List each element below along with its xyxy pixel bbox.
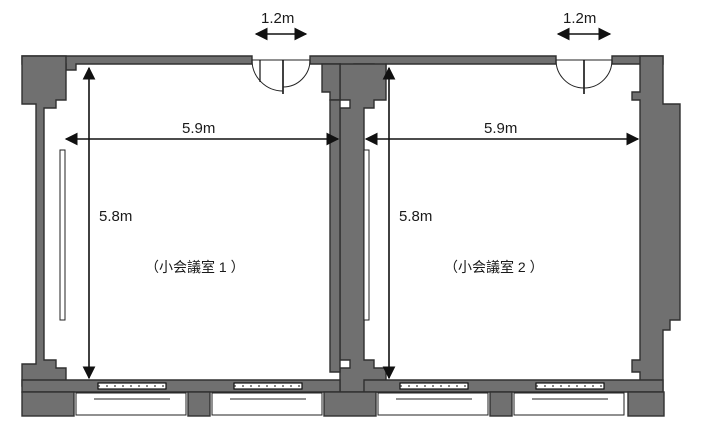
window-box-4 [513,392,625,416]
room2-depth-label: 5.8m [399,208,432,225]
window-box-1 [75,392,187,416]
door-room1 [251,59,311,94]
door2-width-label: 1.2m [563,10,596,27]
pillar-2 [187,391,211,417]
pillar-5 [627,391,665,417]
right-wall [631,55,681,393]
room1-width-label: 5.9m [182,120,215,137]
room1-depth-label: 5.8m [99,208,132,225]
left-wall [21,55,67,387]
room2-width-label: 5.9m [484,120,517,137]
board-room2 [363,149,370,321]
pillar-1 [21,391,75,417]
walls [21,55,681,417]
window-box-3 [377,392,489,416]
room1-name: （小会議室 1 ） [145,259,245,275]
door-room2 [555,59,613,94]
room1-right-return [321,63,341,101]
room1-right-jamb [329,99,341,373]
board-room1 [59,149,66,321]
window-box-2 [211,392,323,416]
door1-width-label: 1.2m [261,10,294,27]
room2-name: （小会議室 2 ） [444,259,544,275]
windows [75,382,625,416]
pillar-3 [323,391,377,417]
partition-wall [339,63,387,393]
pillar-4 [489,391,513,417]
